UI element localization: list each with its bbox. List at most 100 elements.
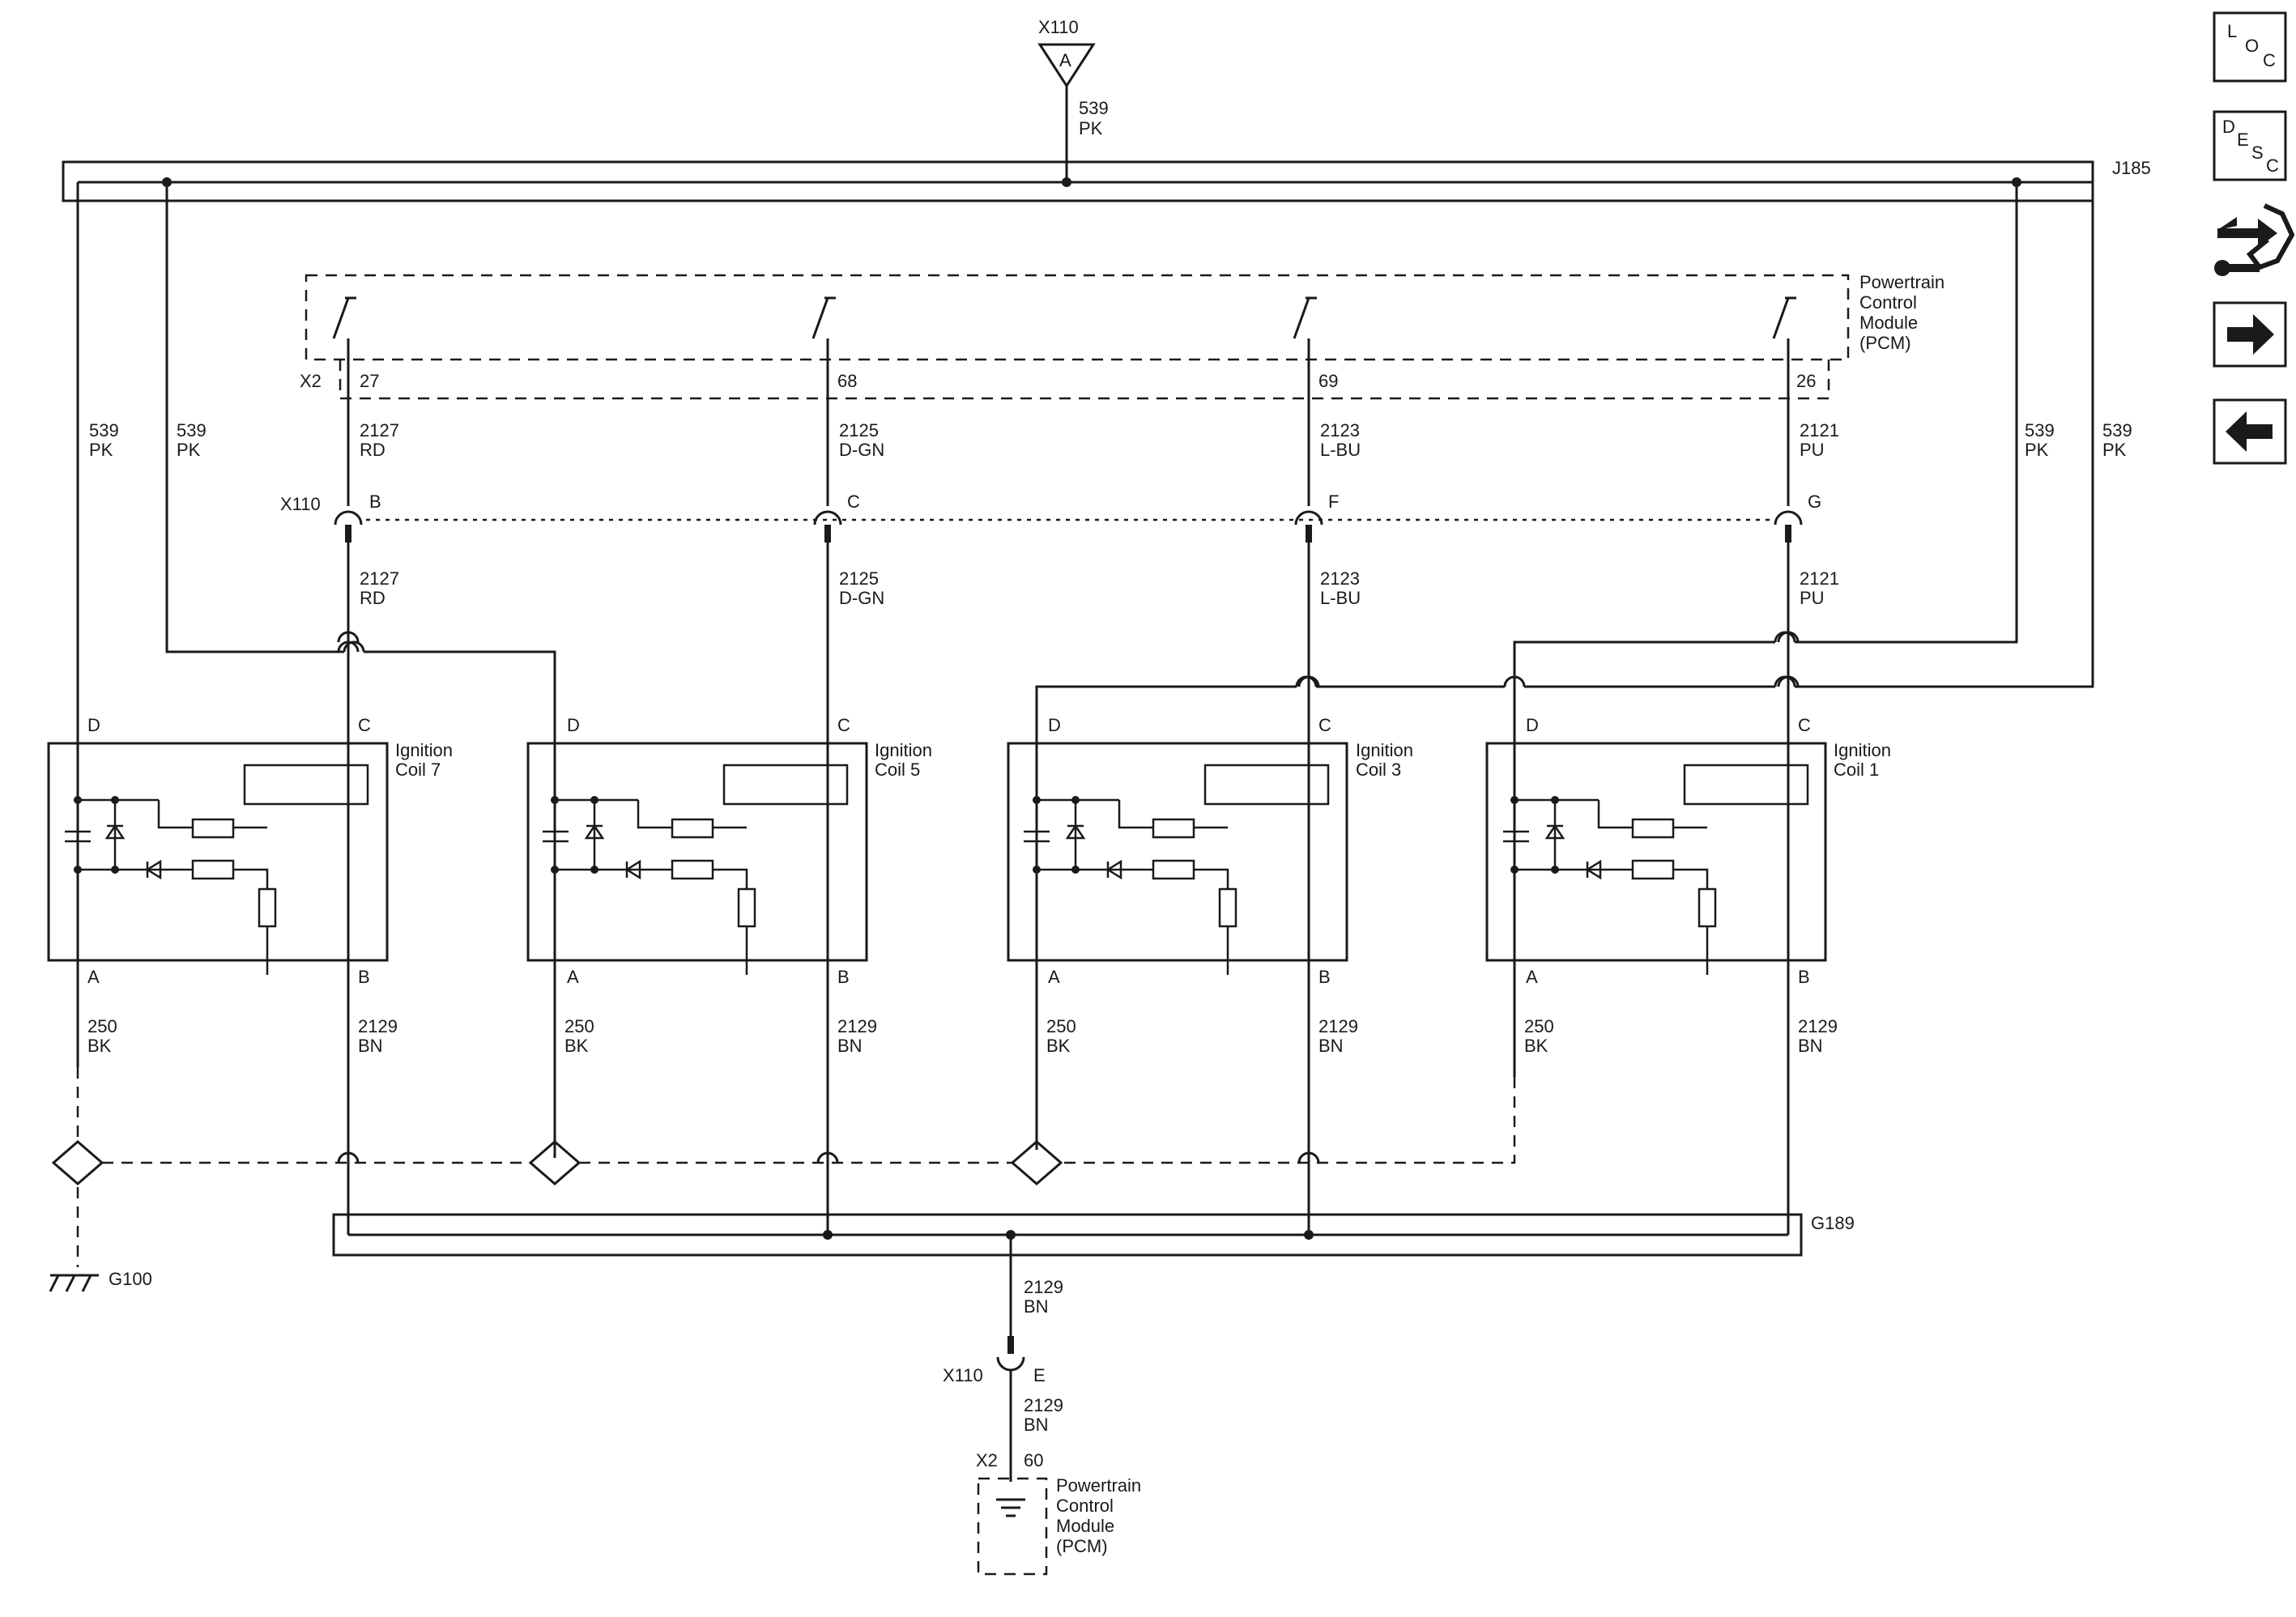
inline-connector-pin bbox=[334, 510, 363, 543]
desc-glyph: D bbox=[2222, 117, 2235, 137]
splice-j185-label: J185 bbox=[2112, 158, 2151, 178]
supply-wire-number: 539 bbox=[2102, 420, 2132, 440]
top-connector-pin: A bbox=[1059, 50, 1071, 70]
bottom-wire-number: 2129 bbox=[1024, 1277, 1063, 1297]
splice-diamond bbox=[51, 1140, 104, 1185]
bottom-return: 2129 BN X110 E 2129 BN X2 60 Powertrain … bbox=[943, 1235, 1141, 1576]
signal-wire-color: RD bbox=[360, 588, 386, 608]
coil-name: Ignition bbox=[1356, 740, 1413, 760]
ignition-coil: Ignition Coil 7 D C A B bbox=[47, 715, 453, 987]
signal-channels: X110 B C F G 2127 RD 2125 D-GN 2123 L-BU… bbox=[280, 338, 1839, 1235]
ground-wire-color: BK bbox=[1524, 1036, 1548, 1056]
ignition-coil: Ignition Coil 5 D C A B bbox=[526, 715, 932, 987]
return-wire-number: 2129 bbox=[1798, 1016, 1838, 1036]
return-wire-color: BN bbox=[837, 1036, 863, 1056]
bottom-wire-color: BN bbox=[1024, 1296, 1049, 1317]
loc-glyph: L bbox=[2227, 21, 2237, 41]
desc-glyph: S bbox=[2251, 143, 2264, 163]
coil-name: Coil 7 bbox=[395, 760, 441, 780]
supply-wires: 539 PK 539 PK 539 PK 539 PK bbox=[76, 182, 2132, 1158]
splice-diamond bbox=[528, 1140, 581, 1185]
coil-pin: A bbox=[1048, 967, 1060, 987]
coil-internal-circuit bbox=[1503, 764, 1809, 975]
inline-connector-label: X110 bbox=[280, 494, 321, 514]
ground-wire-color: BK bbox=[1046, 1036, 1071, 1056]
inline-pin-letter: C bbox=[847, 491, 860, 512]
coil-pin: B bbox=[358, 967, 370, 987]
pcm-name-line: Module bbox=[1859, 313, 1918, 333]
coil-pin: B bbox=[1798, 967, 1810, 987]
connector-symbol bbox=[1037, 43, 1096, 88]
pcm-name-line: (PCM) bbox=[1859, 333, 1911, 353]
top-wire-number: 539 bbox=[1079, 98, 1109, 118]
coil-pin: B bbox=[1318, 967, 1331, 987]
nav-previous-button[interactable] bbox=[2213, 398, 2287, 465]
inline-pin-letter: G bbox=[1808, 491, 1821, 512]
inline-connector-pin bbox=[1294, 510, 1323, 543]
nav-desc-button[interactable]: D E S C bbox=[2213, 110, 2287, 181]
pcm-driver-switch bbox=[811, 296, 836, 339]
loc-glyph: O bbox=[2245, 36, 2259, 56]
return-wire-number: 2129 bbox=[358, 1016, 398, 1036]
coil-internal-circuit bbox=[1024, 764, 1330, 975]
return-wire-number: 2129 bbox=[1318, 1016, 1358, 1036]
signal-wire-number: 2121 bbox=[1800, 420, 1839, 440]
ground-g100: G100 bbox=[49, 1269, 152, 1292]
coil-pin: A bbox=[87, 967, 100, 987]
pcm-pin: 27 bbox=[360, 371, 379, 391]
nav-next-button[interactable] bbox=[2213, 301, 2287, 368]
connector-wrench-icon bbox=[2214, 203, 2295, 276]
splice-g189-label: G189 bbox=[1811, 1213, 1855, 1233]
return-wire-color: BN bbox=[1798, 1036, 1823, 1056]
coil-name: Ignition bbox=[1834, 740, 1891, 760]
supply-wire-color: PK bbox=[89, 440, 113, 460]
coil-pin: D bbox=[1048, 715, 1061, 735]
pcm-connector-label: X2 bbox=[300, 371, 322, 391]
pcm-pin: 26 bbox=[1796, 371, 1816, 391]
coil-pin: D bbox=[1526, 715, 1539, 735]
coil-name: Coil 5 bbox=[875, 760, 920, 780]
signal-wire-color: D-GN bbox=[839, 588, 884, 608]
desc-glyph: C bbox=[2266, 155, 2279, 176]
supply-wire-number: 539 bbox=[89, 420, 119, 440]
signal-wire-number: 2127 bbox=[360, 420, 399, 440]
loc-glyph: C bbox=[2263, 50, 2276, 70]
coil-pin: C bbox=[1318, 715, 1331, 735]
signal-wire-number: 2125 bbox=[839, 568, 879, 589]
coil-pin: C bbox=[358, 715, 371, 735]
return-wire-number: 2129 bbox=[837, 1016, 877, 1036]
supply-wire-color: PK bbox=[177, 440, 201, 460]
signal-wire-color: RD bbox=[360, 440, 386, 460]
bottom-pcm-name-line: (PCM) bbox=[1056, 1536, 1108, 1556]
arrow-right-icon bbox=[2227, 314, 2274, 355]
coil-name: Coil 3 bbox=[1356, 760, 1401, 780]
inline-pin-letter: F bbox=[1328, 491, 1339, 512]
pcm-driver-switch bbox=[1293, 296, 1317, 339]
inline-connector-pin bbox=[996, 1356, 1025, 1372]
supply-wire-color: PK bbox=[2025, 440, 2049, 460]
top-connector: X110 A 539 PK bbox=[1037, 17, 1109, 182]
nav-connector-view-button[interactable] bbox=[2214, 203, 2295, 276]
signal-wire-number: 2123 bbox=[1320, 568, 1360, 589]
pcm-name-line: Powertrain bbox=[1859, 272, 1945, 292]
signal-wire-color: D-GN bbox=[839, 440, 884, 460]
coil-pin: C bbox=[1798, 715, 1811, 735]
coil-pin: D bbox=[567, 715, 580, 735]
return-wire-color: BN bbox=[1318, 1036, 1344, 1056]
signal-wire-number: 2121 bbox=[1800, 568, 1839, 589]
nav-loc-button[interactable]: L O C bbox=[2213, 11, 2287, 83]
pcm-pin: 68 bbox=[837, 371, 857, 391]
bottom-wire-color: BN bbox=[1024, 1415, 1049, 1435]
coil-internal-circuit bbox=[65, 764, 369, 975]
signal-wire-color: L-BU bbox=[1320, 440, 1361, 460]
signal-wire-number: 2123 bbox=[1320, 420, 1360, 440]
pcm-name-line: Control bbox=[1859, 292, 1917, 313]
coil-pin: A bbox=[1526, 967, 1538, 987]
bottom-connector-pin: E bbox=[1033, 1365, 1046, 1385]
ground-wire-number: 250 bbox=[1046, 1016, 1076, 1036]
bottom-pcm-name-line: Module bbox=[1056, 1516, 1114, 1536]
ground-label: G100 bbox=[109, 1269, 152, 1289]
coil-d-wires bbox=[76, 631, 1800, 1061]
ground-wire-number: 250 bbox=[1524, 1016, 1554, 1036]
signal-wire-color: PU bbox=[1800, 440, 1825, 460]
